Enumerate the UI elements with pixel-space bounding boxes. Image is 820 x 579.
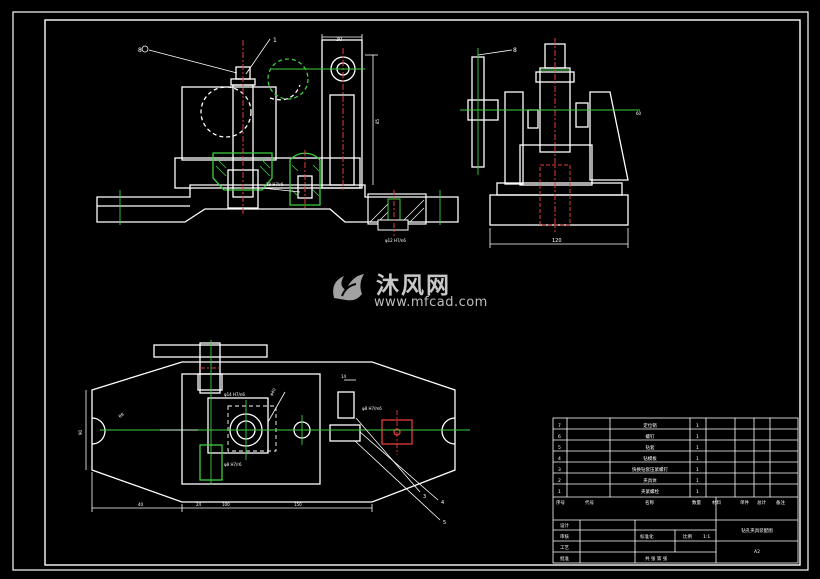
- section-detail: φ12 H7/n6: [367, 190, 427, 243]
- front-axes: [119, 68, 441, 225]
- part-row-3-no: 3: [558, 467, 561, 473]
- side-dims: [477, 49, 629, 248]
- part-row-2-qty: 1: [696, 478, 699, 484]
- plan-dim-r8: R8: [117, 411, 125, 419]
- section-fit-label: φ12 H7/n6: [385, 238, 406, 243]
- front-balloon-1-label: 1: [273, 37, 277, 44]
- plan-dim-fit-bottom: φ8 H7/r6: [224, 462, 242, 467]
- mfcad-logo-icon: [333, 274, 364, 301]
- parts-list: 7 定位销 1 6 螺钉 1 5 钻套 1 4 钻模板 1 3 快换钻套压紧螺钉…: [556, 422, 785, 506]
- plan-red: [200, 367, 398, 455]
- front-dim-fit: 28 H7/r6: [266, 182, 284, 187]
- plan-dim-150: 150: [294, 502, 302, 507]
- watermark-brand: 沐风网: [376, 273, 451, 299]
- plan-dims: [85, 379, 441, 521]
- part-row-7-name: 定位销: [643, 422, 657, 429]
- plan-dim-fit-top: φ14 H7/n6: [224, 392, 245, 397]
- part-row-7-qty: 1: [696, 423, 699, 429]
- checker-label: 审核: [560, 533, 569, 540]
- title-block: [552, 417, 799, 564]
- plan-balloon-3: 3: [423, 494, 426, 500]
- part-row-4-no: 4: [558, 456, 561, 462]
- part-row-4-qty: 1: [696, 456, 699, 462]
- part-row-1-no: 1: [558, 489, 561, 495]
- header-remark: 备注: [776, 499, 785, 506]
- title-info: 钻孔夹具装配图 A2 比例 1:1 共 张 第 张 设计 审核 工艺 批准 标准…: [560, 522, 773, 562]
- sheet-no: A2: [754, 549, 760, 555]
- front-view: [96, 39, 459, 223]
- part-row-6-name: 螺钉: [646, 433, 655, 440]
- side-dim-120: 120: [552, 238, 562, 244]
- plan-dim-40: 40: [138, 502, 144, 507]
- plan-balloon-4: 4: [441, 500, 444, 506]
- front-dim-30: 30: [336, 37, 342, 43]
- front-balloon-8-label: 8: [138, 47, 142, 54]
- header-total: 总计: [757, 499, 766, 506]
- sheet-count: 共 张 第 张: [645, 555, 668, 562]
- header-unit: 单件: [740, 499, 749, 506]
- part-row-5-name: 钻套: [646, 444, 655, 451]
- std-label: 标准化: [640, 533, 654, 540]
- header-name: 名称: [645, 499, 654, 506]
- header-code: 代号: [585, 499, 594, 506]
- plan-dim-14: 14: [341, 374, 347, 379]
- plan-balloon-5: 5: [443, 520, 446, 526]
- part-row-2-no: 2: [558, 478, 561, 484]
- plan-dim-100: 100: [222, 502, 230, 507]
- plan-dim-dia: φ40: [269, 387, 277, 397]
- scale-value: 1:1: [703, 534, 710, 540]
- front-centerlines: [242, 40, 344, 214]
- side-dim-60: 60: [636, 111, 642, 116]
- drawing-title: 钻孔夹具装配图: [741, 527, 773, 534]
- plan-view: [91, 342, 456, 503]
- part-row-2-name: 夹具体: [643, 477, 657, 484]
- scale-label: 比例: [683, 533, 692, 540]
- front-dim-85: 85: [375, 118, 380, 124]
- part-row-4-name: 钻模板: [643, 455, 657, 462]
- part-row-1-qty: 1: [696, 489, 699, 495]
- part-row-5-qty: 1: [696, 445, 699, 451]
- process-label: 工艺: [560, 545, 569, 551]
- plan-dim-24: 24: [196, 502, 202, 507]
- watermark-url: www.mfcad.com: [374, 295, 488, 310]
- side-balloon-8: 8: [513, 47, 517, 54]
- part-row-3-qty: 1: [696, 467, 699, 473]
- front-balloon-8: [141, 45, 149, 53]
- part-row-5-no: 5: [558, 445, 561, 451]
- part-row-7-no: 7: [558, 423, 561, 429]
- plan-dashed: [227, 405, 277, 452]
- header-qty: 数量: [692, 499, 701, 506]
- header-no: 序号: [556, 499, 565, 506]
- side-view: [467, 43, 629, 226]
- designer-label: 设计: [560, 522, 569, 529]
- front-leaders: [148, 34, 378, 193]
- front-hatch: [215, 157, 320, 197]
- header-material: 材料: [712, 499, 721, 506]
- part-row-1-name: 夹紧螺栓: [641, 488, 659, 495]
- plan-dim-90: 90: [78, 429, 83, 435]
- side-green-lines: [460, 48, 640, 175]
- part-row-3-name: 快换钻套压紧螺钉: [632, 466, 668, 473]
- outer-frame: [12, 11, 809, 571]
- part-row-6-qty: 1: [696, 434, 699, 440]
- part-row-6-no: 6: [558, 434, 561, 440]
- plan-dim-fit-right: φ8 H7/m6: [362, 406, 382, 411]
- watermark: 沐风网 www.mfcad.com: [328, 266, 498, 312]
- approve-label: 批准: [560, 555, 569, 562]
- inner-frame: [44, 19, 801, 566]
